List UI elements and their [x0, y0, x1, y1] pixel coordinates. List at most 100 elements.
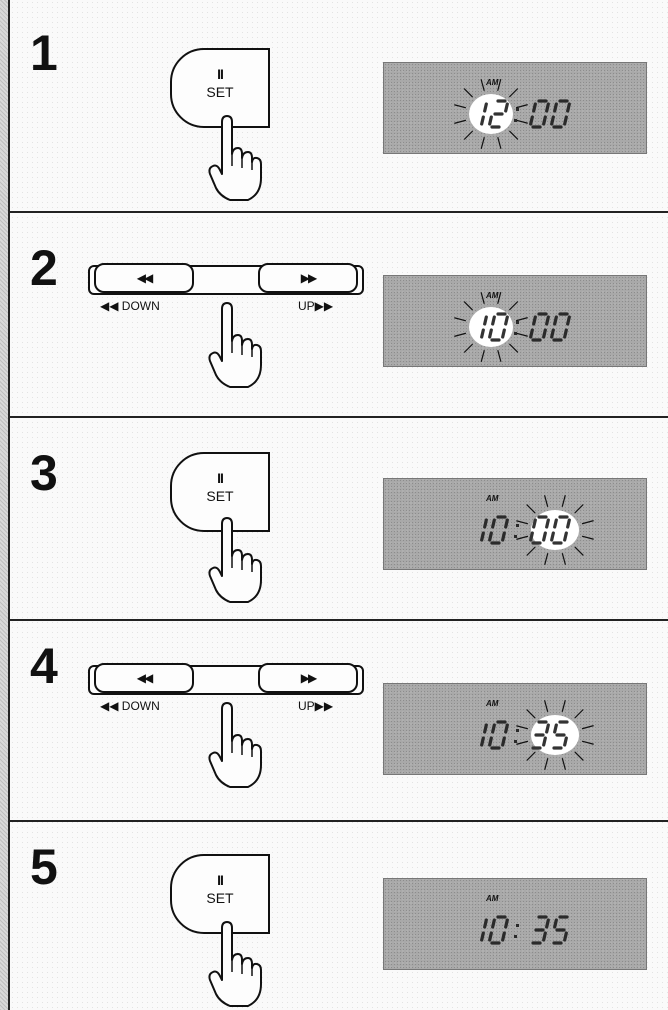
colon-dot — [516, 108, 519, 111]
hour-digit — [485, 920, 487, 927]
blink-ray — [464, 131, 472, 140]
blink-ray — [509, 88, 517, 97]
blink-ray — [464, 344, 472, 353]
blink-ray — [582, 741, 594, 744]
blink-ray — [545, 758, 548, 770]
blink-ray — [562, 758, 565, 770]
minute-digit — [552, 330, 554, 337]
minute-digit — [568, 104, 570, 111]
blink-ray — [575, 547, 584, 555]
rewind-down-button[interactable]: ◀◀ — [94, 263, 194, 293]
step-5-number: 5 — [30, 842, 58, 892]
pause-icon: II — [172, 66, 268, 82]
minute-digit — [565, 330, 567, 337]
blink-ray — [545, 700, 548, 712]
hour-digit — [503, 533, 505, 540]
minute-digit — [544, 738, 546, 745]
minute-digit — [534, 520, 536, 527]
hand-outline — [209, 116, 261, 200]
hour-digit — [490, 533, 492, 540]
blink-ray — [464, 302, 473, 310]
hour-digit — [485, 317, 487, 324]
step-4-panel: 4 ◀◀ ▶▶ ◀◀ DOWN UP▶▶ AM — [10, 621, 668, 820]
am-indicator: AM — [485, 291, 499, 300]
blink-ray — [516, 120, 528, 123]
blink-ray — [509, 344, 518, 352]
minute-digit — [565, 533, 567, 540]
hour-digit — [493, 317, 495, 324]
minute-digit — [552, 533, 554, 540]
am-indicator: AM — [485, 699, 499, 708]
colon-dot — [514, 740, 517, 743]
blink-ray — [516, 536, 528, 539]
set-button-label: SET — [172, 488, 268, 504]
blink-ray — [575, 709, 583, 718]
blink-ray — [527, 547, 535, 556]
minute-digit — [544, 117, 546, 124]
blink-ray — [481, 79, 484, 91]
rocker-switch: ◀◀ ▶▶ ◀◀ DOWN UP▶▶ — [88, 663, 368, 703]
rewind-down-button[interactable]: ◀◀ — [94, 663, 194, 693]
hour-digit — [503, 738, 505, 745]
minute-digit — [565, 117, 567, 124]
blink-ray — [509, 301, 517, 310]
minute-digit — [547, 920, 549, 927]
blink-ray — [454, 105, 466, 108]
blink-ray — [516, 105, 528, 108]
up-label: UP▶▶ — [298, 299, 333, 313]
colon-dot — [514, 119, 517, 122]
hour-digit — [482, 933, 484, 940]
hand-outline — [209, 922, 261, 1006]
forward-up-button[interactable]: ▶▶ — [258, 663, 358, 693]
blink-ray — [454, 333, 466, 336]
minute-digit — [544, 330, 546, 337]
step-2-panel: 2 ◀◀ ▶▶ ◀◀ DOWN UP▶▶ AM — [10, 213, 668, 416]
minute-digit — [531, 330, 533, 337]
blink-ray — [481, 350, 484, 362]
minute-digit — [555, 317, 557, 324]
blink-ray — [575, 752, 584, 760]
colon-dot — [516, 924, 519, 927]
blink-ray — [516, 521, 528, 524]
minute-digit — [534, 317, 536, 324]
minute-digit — [565, 738, 567, 745]
blink-ray — [516, 333, 528, 336]
lcd-display-3: AM — [383, 478, 647, 570]
minute-digit — [531, 533, 533, 540]
am-indicator: AM — [485, 78, 499, 87]
step-1-number: 1 — [30, 28, 58, 78]
minute-digit — [534, 104, 536, 111]
blink-ray — [527, 752, 535, 761]
colon-dot — [516, 729, 519, 732]
blink-ray — [498, 350, 501, 362]
pointing-hand-icon — [206, 920, 266, 1010]
colon-dot — [514, 332, 517, 335]
blink-ray — [464, 89, 473, 97]
blink-ray — [562, 700, 565, 712]
blink-ray — [454, 120, 466, 123]
forward-up-button[interactable]: ▶▶ — [258, 263, 358, 293]
instruction-sheet: 1 II SET AM 2 ◀◀ ▶▶ ◀◀ DOWN UP▶▶ AM 3 II… — [8, 0, 668, 1010]
minute-digit — [568, 317, 570, 324]
blink-ray — [545, 495, 548, 507]
up-label: UP▶▶ — [298, 699, 333, 713]
step-3-panel: 3 II SET AM — [10, 418, 668, 619]
am-indicator: AM — [485, 894, 499, 903]
minute-digit — [555, 520, 557, 527]
hour-digit — [506, 520, 508, 527]
am-indicator: AM — [485, 494, 499, 503]
hour-digit — [506, 725, 508, 732]
minute-digit — [555, 725, 557, 732]
pointing-hand-icon — [206, 114, 266, 204]
hour-digit — [482, 738, 484, 745]
blink-ray — [516, 741, 528, 744]
hand-outline — [209, 518, 261, 602]
minute-digit — [568, 520, 570, 527]
colon-dot — [516, 321, 519, 324]
set-button-label: SET — [172, 84, 268, 100]
set-button-label: SET — [172, 890, 268, 906]
blink-ray — [562, 553, 565, 565]
colon-dot — [514, 535, 517, 538]
minute-digit — [555, 104, 557, 111]
hour-digit — [482, 330, 484, 337]
